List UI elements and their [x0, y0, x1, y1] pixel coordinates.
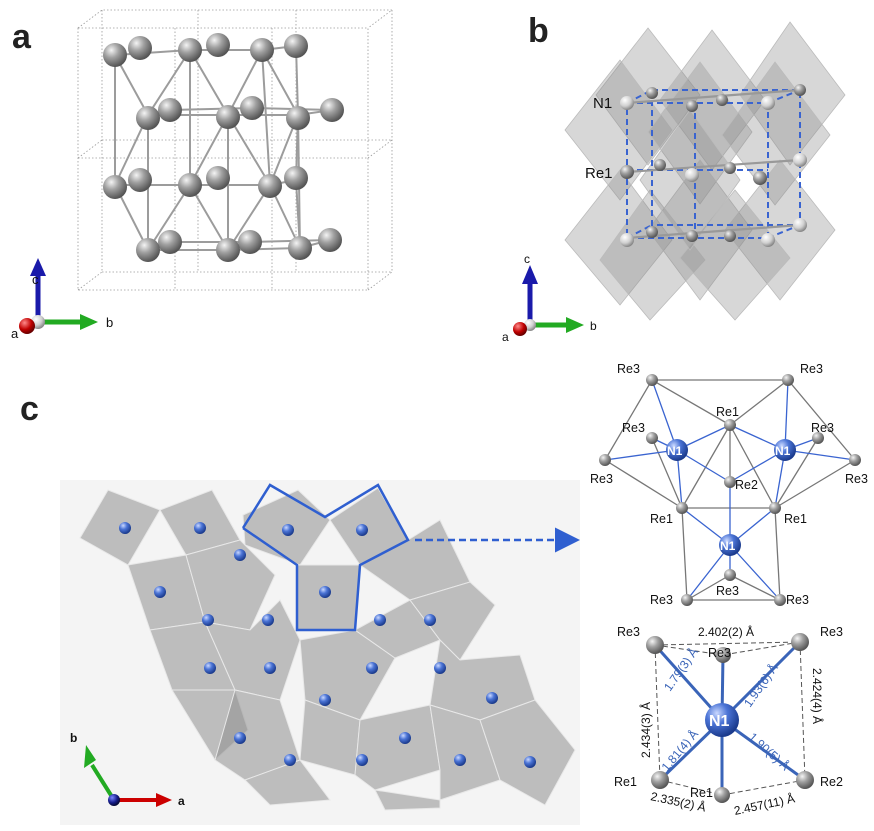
- axis-b-label-a: b: [106, 315, 113, 330]
- axis-a-label-c: a: [178, 794, 185, 808]
- label-re3-bl: Re3: [650, 593, 673, 607]
- label-re2: Re2: [735, 478, 758, 492]
- panel-c-cluster: Re3 Re3 Re1 Re3 Re3 N1 N1 Re3 Re3 Re2 Re…: [590, 362, 868, 607]
- panel-letter-b: b: [528, 12, 549, 50]
- dist-left: 2.434(3) Å: [638, 702, 653, 758]
- cluster-bonds-blue: [604, 379, 856, 601]
- axis-b-label-c: b: [70, 731, 77, 745]
- label-n1-r: N1: [775, 444, 791, 458]
- bond-upper-right: 1.93(6) Å: [740, 661, 781, 710]
- label-n1-l: N1: [667, 444, 683, 458]
- axes-dyad-c: b a: [70, 731, 185, 808]
- label-re3-l: Re3: [590, 472, 613, 486]
- axis-b-label-b: b: [590, 319, 597, 333]
- octa-label-re3-tl: Re3: [617, 625, 640, 639]
- panel-a: c a b: [11, 9, 394, 341]
- axes-triad-b: c a b: [502, 252, 597, 344]
- label-re3-r: Re3: [845, 472, 868, 486]
- label-re1-r: Re1: [784, 512, 807, 526]
- label-n1-c: N1: [720, 539, 736, 553]
- cluster-atoms: [599, 374, 861, 606]
- octa-dashed-edges: [654, 641, 806, 796]
- axis-c-label-b: c: [524, 252, 530, 266]
- panel-letter-a: a: [12, 18, 31, 56]
- panel-c-network: b a: [60, 480, 580, 825]
- label-re3-bc: Re3: [716, 584, 739, 598]
- axis-c-label-a: c: [32, 272, 39, 287]
- atoms-b: [620, 84, 807, 247]
- octa-label-re2: Re2: [820, 775, 843, 789]
- axis-a-label-b: a: [502, 330, 509, 344]
- octa-labels: Re3 Re3 Re3 N1 Re1 Re1 Re2: [614, 625, 843, 800]
- cluster-bonds-grey: [604, 379, 856, 601]
- label-re3-br: Re3: [786, 593, 809, 607]
- axes-triad-a: c a b: [11, 258, 113, 341]
- bond-lower-right: 1.90(5) Å: [746, 729, 793, 773]
- atom-label-re1-b: Re1: [585, 165, 613, 182]
- polyhedra-network: [79, 487, 576, 811]
- label-re1-l: Re1: [650, 512, 673, 526]
- label-re1-top: Re1: [716, 405, 739, 419]
- bond-upper-left: 1.79(3) Å: [660, 645, 701, 694]
- panel-letter-c: c: [20, 390, 39, 428]
- dist-bottom-right: 2.457(11) Å: [733, 790, 797, 818]
- dist-right: 2.424(4) Å: [810, 668, 825, 724]
- panel-b: N1 Re1 c a b: [502, 21, 846, 344]
- octa-label-re3-tr: Re3: [820, 625, 843, 639]
- dist-top: 2.402(2) Å: [698, 624, 754, 639]
- label-re3-tl: Re3: [617, 362, 640, 376]
- n-atoms-network: [119, 522, 536, 768]
- cluster-labels: Re3 Re3 Re1 Re3 Re3 N1 N1 Re3 Re3 Re2 Re…: [590, 362, 868, 607]
- label-re3-ml: Re3: [622, 421, 645, 435]
- octa-label-re3-top: Re3: [708, 646, 731, 660]
- highlight-outline: [241, 483, 410, 632]
- octa-label-re1-l: Re1: [614, 775, 637, 789]
- octa-label-re1-b: Re1: [690, 786, 713, 800]
- octahedra-b: [564, 21, 846, 321]
- unit-cell-box: [77, 9, 394, 291]
- re-atoms-a: [103, 33, 344, 262]
- bond-network-a: [113, 45, 333, 253]
- octa-label-n1: N1: [709, 713, 730, 730]
- label-re3-mr: Re3: [811, 421, 834, 435]
- label-re3-tr: Re3: [800, 362, 823, 376]
- octa-atoms: [646, 633, 814, 803]
- atom-label-n1-b: N1: [593, 95, 612, 112]
- bond-lower-left: 1.81(4) Å: [658, 726, 701, 773]
- panel-c-octahedron: Re3 Re3 Re3 N1 Re1 Re1 Re2 2.402(2) Å 2.…: [614, 624, 843, 818]
- axis-a-label-a: a: [11, 326, 19, 341]
